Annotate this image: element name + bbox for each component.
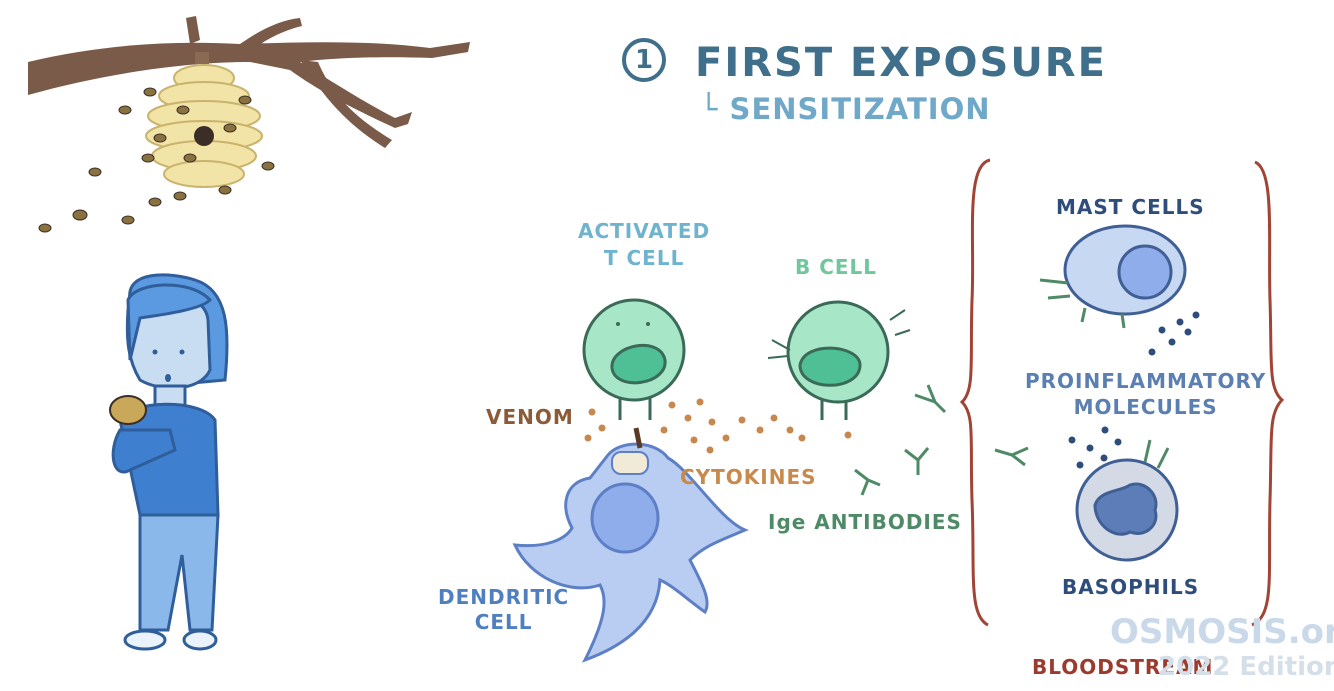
activated-t-cell-label: ACTIVATED T CELL	[578, 218, 710, 272]
ige-antibodies-label: Ige ANTIBODIES	[768, 510, 962, 534]
activated-t-cell	[584, 300, 684, 420]
mast-cell	[1040, 226, 1185, 328]
basophil	[1077, 440, 1177, 560]
page-title: FIRST EXPOSURE	[695, 40, 1107, 86]
edition-watermark: 2022 Edition	[1158, 652, 1334, 682]
dendritic-cell-label: DENDRITIC CELL	[438, 585, 569, 635]
proinflammatory-molecules-label: PROINFLAMMATORY MOLECULES	[1025, 368, 1266, 420]
step-number: 1	[622, 38, 666, 82]
ige-antibodies	[855, 385, 1028, 495]
basophils-label: BASOPHILS	[1062, 575, 1199, 599]
mast-cells-label: MAST CELLS	[1056, 195, 1205, 219]
b-cell	[768, 302, 910, 420]
page-subtitle: └ SENSITIZATION	[700, 92, 991, 126]
person	[110, 275, 227, 649]
venom-label: VENOM	[486, 405, 574, 429]
b-cell-label: B CELL	[795, 255, 877, 279]
osmosis-watermark: OSMOSIS.org	[1110, 612, 1334, 652]
cytokines-label: CYTOKINES	[680, 465, 817, 489]
beehive	[146, 52, 262, 187]
